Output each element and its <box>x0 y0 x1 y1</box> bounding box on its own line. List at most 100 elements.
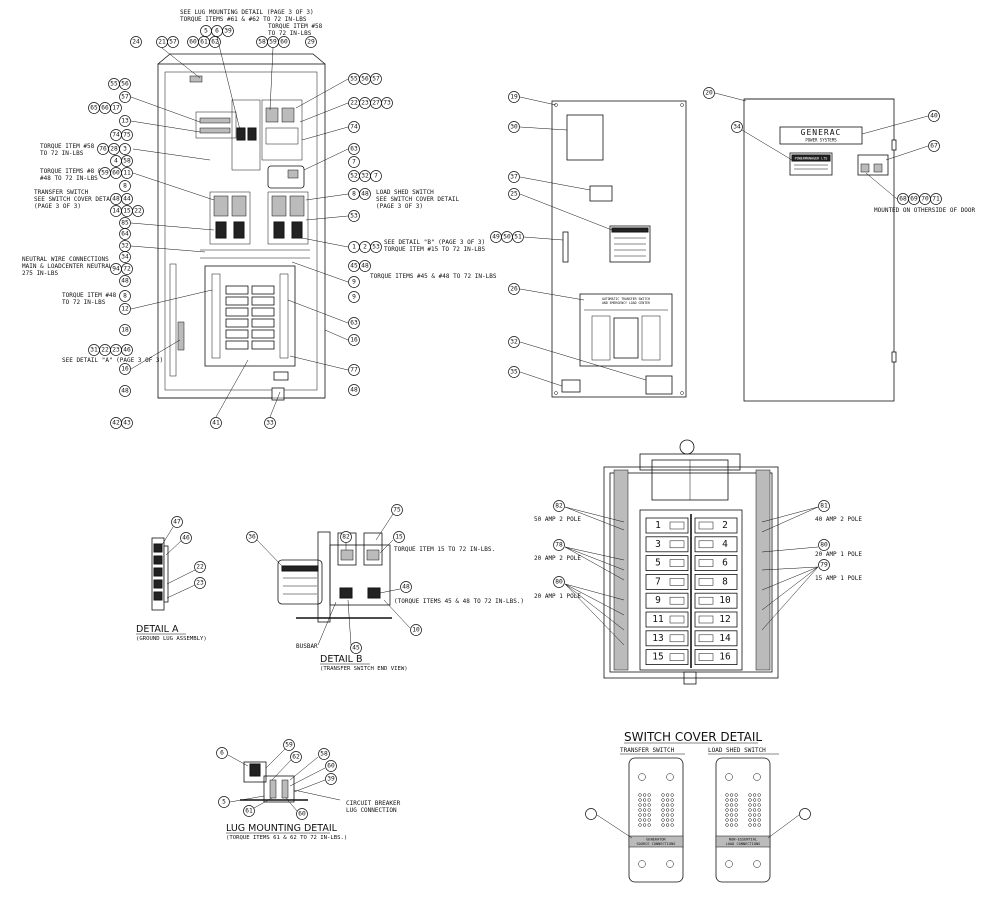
balloon-label: 5 <box>204 28 208 35</box>
top-hanger <box>679 439 695 455</box>
switch-pole <box>271 195 287 217</box>
switch-pole <box>213 195 229 217</box>
balloon-label: 9 <box>352 279 356 286</box>
mini-breaker <box>251 307 275 317</box>
vent-hole <box>748 823 752 827</box>
neutral-bar-left <box>613 469 629 671</box>
balloon-label: 44 <box>123 196 131 203</box>
balloon-label: 15 <box>395 534 403 541</box>
breaker-number: 11 <box>652 614 664 625</box>
leader-line <box>269 391 281 418</box>
balloon <box>799 808 811 820</box>
balloon <box>121 344 133 356</box>
latch <box>562 231 569 263</box>
leader-line <box>564 583 625 601</box>
leader-line <box>132 148 211 161</box>
balloon-label: 18 <box>121 327 129 334</box>
vent-hole <box>661 818 665 822</box>
bus-frame <box>639 509 743 671</box>
breaker-slot <box>645 536 689 553</box>
vent-hole <box>665 803 670 807</box>
leader-line <box>132 172 215 201</box>
breaker-handle <box>669 634 685 643</box>
balloon-label: 35 <box>510 369 518 376</box>
balloon <box>121 167 133 179</box>
mount-hole <box>725 860 733 868</box>
balloon <box>119 275 131 287</box>
vent-hole <box>638 813 642 817</box>
balloon-label: 22 <box>350 100 358 107</box>
balloon <box>167 36 179 48</box>
switch-cover-detail: SWITCH COVER DETAIL TRANSFER SWITCH LOAD… <box>620 730 779 883</box>
mount-hole <box>753 860 761 868</box>
vent-hole <box>752 803 757 807</box>
leader-line <box>564 583 625 631</box>
switch-lug <box>291 221 303 239</box>
breaker-number: 14 <box>719 633 731 644</box>
load-center <box>204 265 296 367</box>
breaker-handle <box>698 521 714 530</box>
vent-hole <box>752 813 757 817</box>
note-lug-detail-line2: TORQUE ITEMS #61 & #62 TO 72 IN-LBS <box>180 16 307 23</box>
leader-line <box>564 546 625 571</box>
balloon-label: 39 <box>224 28 232 35</box>
note-load-shed-line2: SEE SWITCH COVER DETAIL <box>376 196 459 203</box>
vent-hole <box>647 818 651 822</box>
leader-line <box>289 355 349 371</box>
breaker-number: 8 <box>722 576 728 587</box>
balloon-group-detail-b: 36 82 75 15 48 10 45 <box>246 504 422 654</box>
vent-hole <box>670 793 674 797</box>
leader-line <box>564 546 625 581</box>
leaders-breaker-panel <box>564 506 819 646</box>
balloon-label: 28 <box>110 146 118 153</box>
breaker-number: 2 <box>722 520 728 531</box>
balloon-label: 50 <box>503 234 511 241</box>
balloon <box>348 143 360 155</box>
label-20amp-1pole-right: 20 AMP 1 POLE <box>815 551 862 558</box>
breaker-handle <box>669 559 685 567</box>
balloon <box>119 143 131 155</box>
vent-hole <box>757 803 761 807</box>
circuit-list <box>591 315 611 361</box>
leader-line <box>227 754 249 767</box>
note-torque-45-48-b: (TORQUE ITEMS 45 & 48 TO 72 IN-LBS.) <box>394 598 524 605</box>
balloon <box>119 228 131 240</box>
balloon <box>278 36 290 48</box>
balloon-label: 57 <box>372 76 380 83</box>
balloon <box>393 531 405 543</box>
breaker-number: 15 <box>652 652 663 663</box>
load-shed-switch <box>267 191 309 245</box>
transfer-switch-cover: GENERATOR SOURCE CONNECTIONS <box>628 757 684 883</box>
balloon-label: 1 <box>352 244 356 251</box>
leader-line <box>269 47 274 111</box>
vent-hole <box>670 798 674 802</box>
balloon-label: 6 <box>220 750 224 757</box>
leader-line <box>253 797 273 809</box>
small-label <box>589 185 613 202</box>
vent-hole <box>729 818 734 822</box>
leader-line <box>523 236 564 241</box>
vent-hole <box>638 808 642 812</box>
leader-line <box>564 506 625 531</box>
leader-line <box>761 566 819 571</box>
vent-hole <box>757 818 761 822</box>
balloon-label: 48 <box>350 387 358 394</box>
leader-line <box>885 145 929 161</box>
balloon <box>119 115 131 127</box>
leader-line <box>165 540 182 556</box>
balloon <box>119 324 131 336</box>
lug-housing <box>363 532 383 566</box>
warning-label <box>857 154 889 176</box>
balloon-label: 80 <box>820 542 828 549</box>
balloon-label: 56 <box>121 81 129 88</box>
balloon-label: 80 <box>555 579 563 586</box>
leader-line <box>305 193 349 201</box>
leader-line <box>256 539 283 567</box>
note-torque-58-line1: TORQUE ITEM #58 <box>268 23 323 30</box>
note-lug-detail: SEE LUG MOUNTING DETAIL (PAGE 3 OF 3) TO… <box>180 9 314 23</box>
balloon <box>370 241 382 253</box>
balloon-label: 57 <box>169 39 177 46</box>
switch-cover-title: SWITCH COVER DETAIL <box>624 730 762 744</box>
vent-hole <box>734 813 738 817</box>
ground-lug <box>153 579 163 589</box>
